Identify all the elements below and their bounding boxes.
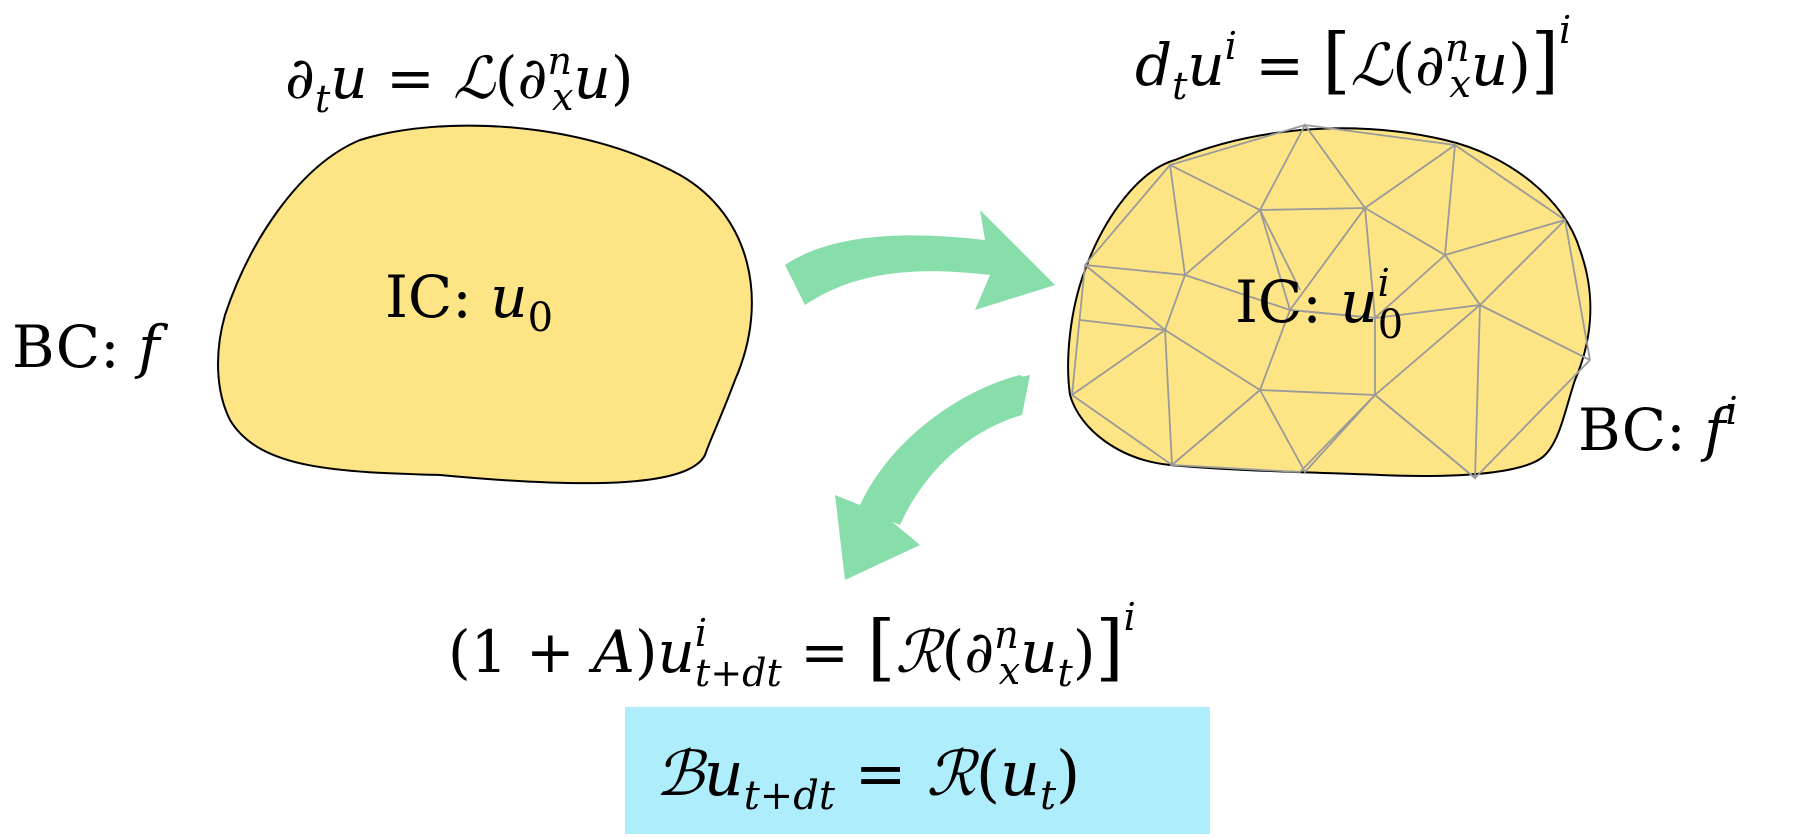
mesh-grid (1071, 123, 1591, 480)
ic-continuous-label: IC: u0 (385, 263, 553, 341)
bc-continuous-label: BC: f (12, 313, 169, 381)
discretize-arrow (785, 210, 1055, 310)
continuous-domain-shape (217, 124, 753, 485)
assemble-arrow (835, 375, 1025, 580)
operator-form-box (625, 707, 1210, 834)
operator-form-equation: ℬut+dt = ℛ(ut) (655, 737, 1080, 819)
bc-discrete-label: BC: fi (1578, 389, 1738, 464)
assemble-arrow-body (860, 375, 1030, 525)
